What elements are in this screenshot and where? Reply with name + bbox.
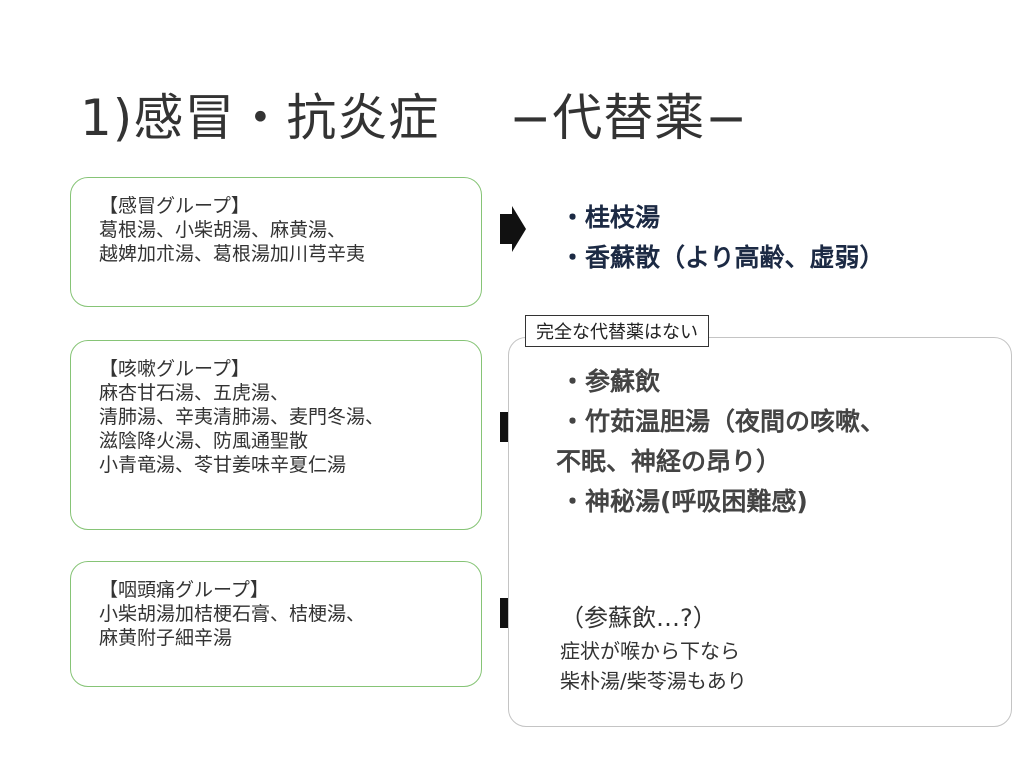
page-title: 1)感冒・抗炎症 −代替薬− — [80, 78, 748, 150]
title-main: 1)感冒・抗炎症 — [80, 89, 440, 147]
group-line: 滋陰降火湯、防風通聖散 — [99, 430, 309, 452]
throat-alternatives: （参蘇飲…?） 症状が喉から下なら 柴朴湯/柴苓湯もあり — [560, 600, 747, 696]
group-line: 小青竜湯、苓甘姜味辛夏仁湯 — [99, 454, 347, 476]
group-line: 麻黄附子細辛湯 — [99, 627, 233, 649]
group-line: 越婢加朮湯、葛根湯加川芎辛夷 — [99, 243, 366, 265]
sore-throat-group-box: 【咽頭痛グループ】 小柴胡湯加桔梗石膏、桔梗湯、 麻黄附子細辛湯 — [70, 561, 482, 687]
throat-line: 症状が喉から下なら — [560, 639, 740, 663]
arrow-right-icon — [500, 206, 526, 252]
alternative-item: 不眠、神経の昂り） — [556, 447, 782, 476]
alternative-item: ・神秘湯(呼吸困難感) — [560, 487, 808, 516]
group-heading: 【感冒グループ】 — [99, 195, 250, 217]
throat-line: 柴朴湯/柴苓湯もあり — [560, 669, 747, 693]
recommendation-list: ・桂枝湯 ・香蘇散（より高齢、虚弱） — [560, 198, 885, 278]
group-heading: 【咳嗽グループ】 — [99, 358, 250, 380]
recommendation-item: ・香蘇散（より高齢、虚弱） — [560, 243, 885, 272]
group-heading: 【咽頭痛グループ】 — [99, 579, 269, 601]
group-line: 小柴胡湯加桔梗石膏、桔梗湯、 — [99, 603, 366, 625]
group-line: 清肺湯、辛夷清肺湯、麦門冬湯、 — [99, 406, 385, 428]
group-line: 麻杏甘石湯、五虎湯、 — [99, 382, 290, 404]
alternative-item: ・参蘇飲 — [560, 367, 661, 396]
alternatives-note: 完全な代替薬はない — [525, 315, 709, 347]
cough-group-box: 【咳嗽グループ】 麻杏甘石湯、五虎湯、 清肺湯、辛夷清肺湯、麦門冬湯、 滋陰降火… — [70, 340, 482, 530]
group-line: 葛根湯、小柴胡湯、麻黄湯、 — [99, 219, 347, 241]
alternatives-list: ・参蘇飲 ・竹茹温胆湯（夜間の咳嗽、 不眠、神経の昂り） ・神秘湯(呼吸困難感) — [556, 362, 886, 522]
alternative-item: ・竹茹温胆湯（夜間の咳嗽、 — [560, 407, 886, 436]
cold-group-box: 【感冒グループ】 葛根湯、小柴胡湯、麻黄湯、 越婢加朮湯、葛根湯加川芎辛夷 — [70, 177, 482, 307]
recommendation-item: ・桂枝湯 — [560, 203, 661, 232]
throat-question: （参蘇飲…?） — [560, 604, 717, 632]
title-subtitle: −代替薬− — [509, 89, 749, 147]
alternatives-box — [508, 337, 1012, 727]
